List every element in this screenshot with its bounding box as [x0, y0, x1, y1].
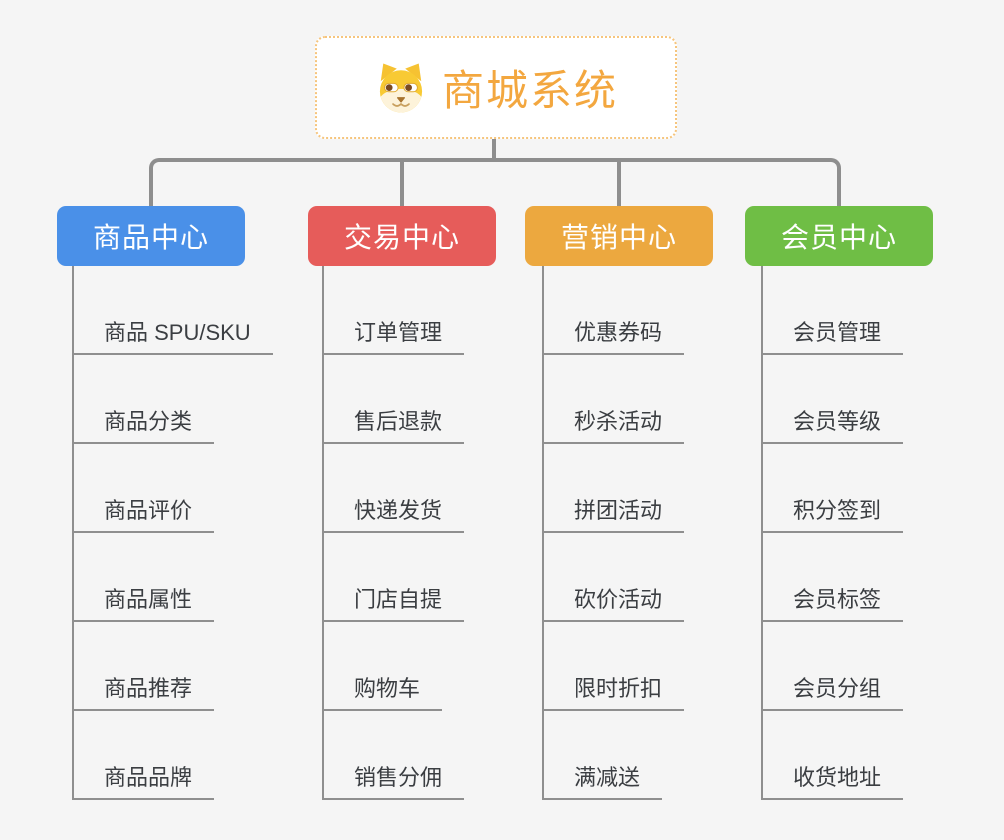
connector-root-vertical	[492, 139, 496, 160]
leaf-node[interactable]: 订单管理	[322, 311, 465, 355]
leaf-node[interactable]: 售后退款	[322, 400, 465, 444]
leaf-node[interactable]: 购物车	[322, 667, 443, 711]
leaf-node[interactable]: 会员标签	[761, 578, 904, 622]
leaf-node[interactable]: 积分签到	[761, 489, 904, 533]
leaf-node[interactable]: 商品 SPU/SKU	[72, 311, 273, 355]
leaf-node[interactable]: 砍价活动	[542, 578, 685, 622]
branch-node-member-center[interactable]: 会员中心	[745, 206, 933, 266]
leaf-node[interactable]: 会员等级	[761, 400, 904, 444]
leaf-node[interactable]: 商品品牌	[72, 756, 215, 800]
leaf-node[interactable]: 销售分佣	[322, 756, 465, 800]
leaf-node[interactable]: 收货地址	[761, 756, 904, 800]
shiba-dog-face-icon	[374, 61, 428, 115]
leaf-node[interactable]: 商品推荐	[72, 667, 215, 711]
leaf-node[interactable]: 限时折扣	[542, 667, 685, 711]
leaf-node[interactable]: 优惠券码	[542, 311, 685, 355]
leaf-node[interactable]: 门店自提	[322, 578, 465, 622]
branch-node-product-center[interactable]: 商品中心	[57, 206, 245, 266]
branch-node-trade-center[interactable]: 交易中心	[308, 206, 496, 266]
leaf-node[interactable]: 会员分组	[761, 667, 904, 711]
leaf-node[interactable]: 商品分类	[72, 400, 215, 444]
leaf-node[interactable]: 秒杀活动	[542, 400, 685, 444]
leaf-node[interactable]: 快递发货	[322, 489, 465, 533]
branch-node-marketing-center[interactable]: 营销中心	[525, 206, 713, 266]
connector-drop-marketing	[617, 162, 621, 206]
root-node[interactable]: 商城系统	[315, 36, 677, 139]
leaf-node[interactable]: 商品属性	[72, 578, 215, 622]
root-title: 商城系统	[441, 67, 618, 114]
leaf-node[interactable]: 商品评价	[72, 489, 215, 533]
leaf-node[interactable]: 拼团活动	[542, 489, 685, 533]
connector-top-rail	[149, 158, 841, 206]
leaf-node[interactable]: 会员管理	[761, 311, 904, 355]
connector-drop-trade	[400, 162, 404, 206]
leaf-node[interactable]: 满减送	[542, 756, 663, 800]
